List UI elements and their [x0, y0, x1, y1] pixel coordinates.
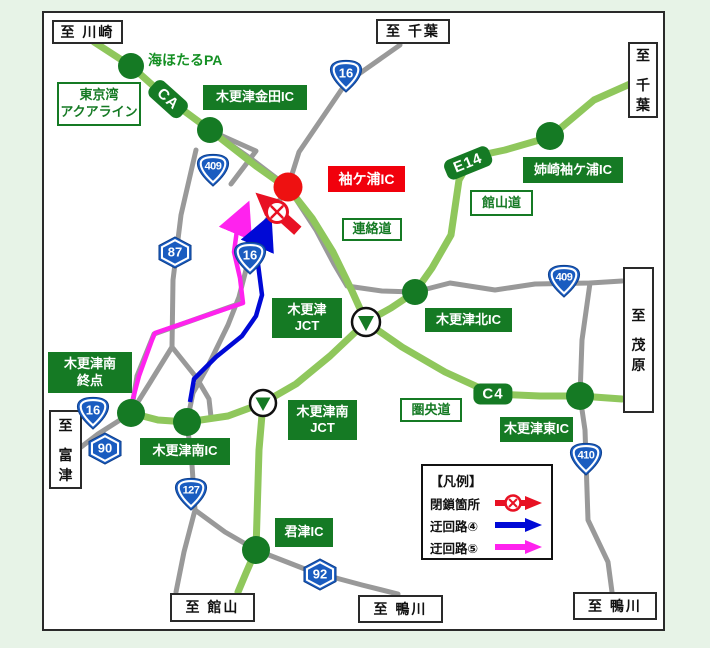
route-number: 409 [204, 160, 222, 173]
route-90-shield: 90 [86, 432, 124, 467]
jct-label-line2: JCT [294, 318, 320, 333]
legend-detour5-label: 迂回路⑤ [430, 541, 479, 556]
ic-label: 姉崎袖ケ浦IC [533, 161, 612, 177]
ic-box-higashi: 木更津東IC [500, 417, 573, 442]
route-16-shield-mid: 16 [231, 241, 269, 276]
route-409-shield-east: 409 [545, 264, 583, 299]
ic-label-line2: 終点 [76, 372, 103, 388]
route-number: 16 [338, 65, 354, 81]
ic-box-minami-shuten: 木更津南終点 [48, 352, 132, 393]
ic-box-kaneda: 木更津金田IC [203, 85, 307, 110]
expressway-code: C4 [482, 385, 504, 403]
dest-label: 至 茂原 [630, 308, 647, 378]
ic-box-anesaki: 姉崎袖ケ浦IC [523, 157, 623, 183]
route-92-shield: 92 [301, 558, 339, 593]
road-label: 連絡道 [352, 221, 392, 237]
legend-row-detour4: 迂回路④ [430, 514, 544, 536]
detour4-legend-icon [495, 518, 542, 532]
jct-label-line2: JCT [310, 420, 335, 435]
label-umihotaru-pa: 海ほたるPA [148, 52, 223, 68]
dest-label: 至 富津 [57, 417, 74, 488]
label-kenodo: 圏央道 [400, 398, 462, 422]
route-16-shield-south: 16 [74, 396, 112, 431]
route-number: 90 [97, 440, 113, 456]
ic-box-kita: 木更津北IC [425, 308, 512, 332]
expressway-code-c4: C4 [473, 383, 513, 405]
ic-label: 木更津南IC [152, 443, 218, 459]
route-number: 16 [242, 247, 258, 263]
dest-label: 至 千葉 [386, 23, 440, 40]
route-410-shield: 410 [567, 442, 605, 477]
dest-box-tateyama: 至 館山 [170, 593, 255, 622]
ic-box-kimitsu: 君津IC [275, 518, 333, 547]
dest-box-chiba-top: 至 千葉 [376, 19, 450, 44]
label-aqualine: 東京湾アクアライン [57, 82, 141, 126]
dest-label: 至 鴨川 [588, 597, 642, 614]
dest-box-kawasaki: 至 川崎 [52, 20, 123, 44]
jct-label-line1: 木更津 [287, 301, 327, 317]
dest-box-chiba-right: 至 千葉 [628, 42, 658, 118]
dest-label: 至 川崎 [60, 23, 115, 40]
label-tateyamado: 館山道 [470, 190, 533, 216]
route-409-shield-west: 409 [194, 153, 232, 188]
dest-label: 至 鴨川 [373, 600, 428, 617]
ic-label: 木更津金田IC [215, 89, 294, 105]
route-16-shield-north: 16 [327, 59, 365, 94]
legend-header: 【凡例】 [430, 474, 483, 489]
dest-label: 至 千葉 [635, 48, 652, 118]
ic-box-sodegaura-closed: 袖ケ浦IC [328, 166, 405, 192]
road-label: 圏央道 [411, 401, 451, 417]
route-number: 409 [555, 271, 573, 284]
ic-label: 君津IC [284, 524, 324, 540]
label-renrakudo: 連絡道 [342, 218, 402, 241]
jct-label-line1: 木更津南 [296, 403, 349, 419]
dest-label: 至 館山 [185, 599, 240, 616]
ic-label: 木更津北IC [435, 311, 501, 327]
legend-box: 【凡例】 閉鎖箇所 迂回路④ 迂回路⑤ [421, 464, 553, 560]
route-number: 87 [167, 244, 183, 260]
dest-box-mobara: 至 茂原 [623, 267, 654, 413]
route-127-shield: 127 [172, 477, 210, 512]
dest-box-futtsu: 至 富津 [49, 410, 82, 489]
route-number: 410 [577, 449, 595, 462]
route-number: 92 [312, 566, 328, 582]
detour5-legend-icon [495, 540, 542, 554]
ic-label: 袖ケ浦IC [338, 170, 395, 187]
ic-box-minami: 木更津南IC [140, 438, 230, 465]
dest-box-kamogawa-center: 至 鴨川 [358, 595, 443, 623]
ic-label-line1: 木更津南 [63, 356, 116, 372]
closure-legend-icon [495, 494, 542, 512]
aqualine-line2: アクアライン [60, 104, 138, 119]
legend-closure-label: 閉鎖箇所 [430, 497, 481, 512]
dest-box-kamogawa-right: 至 鴨川 [573, 592, 657, 620]
route-number: 16 [85, 402, 101, 418]
ic-label: 木更津東IC [503, 421, 569, 437]
road-label: 館山道 [481, 194, 521, 210]
legend-row-detour5: 迂回路⑤ [430, 536, 544, 558]
legend-detour4-label: 迂回路④ [430, 519, 479, 534]
aqualine-line1: 東京湾 [79, 87, 119, 103]
route-number: 127 [182, 484, 200, 497]
route-87-shield: 87 [156, 236, 194, 271]
legend-row-closure: 閉鎖箇所 [430, 492, 544, 514]
